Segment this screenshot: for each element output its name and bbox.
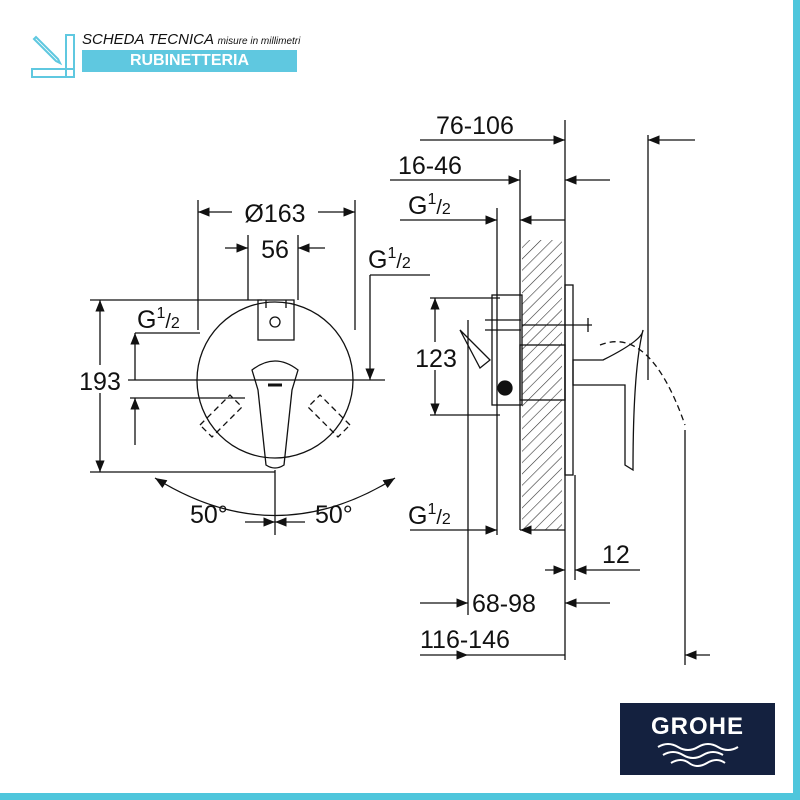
accent-border-bottom bbox=[0, 793, 800, 800]
accent-border-right bbox=[793, 0, 800, 800]
waves-icon bbox=[656, 743, 739, 767]
dim-depth-total: 76-106 bbox=[436, 112, 514, 140]
angle-right: 50° bbox=[315, 501, 353, 529]
thread-top: G1/2 bbox=[408, 191, 451, 220]
dim-offset: 12 bbox=[602, 541, 630, 569]
dim-height-side: 123 bbox=[415, 345, 457, 373]
dim-height: 193 bbox=[79, 368, 121, 396]
grohe-logo: GROHE bbox=[620, 703, 775, 775]
dim-depth-full: 116-146 bbox=[420, 626, 510, 654]
category-banner: RUBINETTERIA bbox=[82, 50, 297, 72]
thread-right: G1/2 bbox=[368, 245, 411, 274]
dim-depth-wall: 16-46 bbox=[398, 152, 462, 180]
dim-width: 56 bbox=[261, 236, 289, 264]
ruler-pencil-icon bbox=[30, 33, 78, 86]
angle-left: 50° bbox=[190, 501, 228, 529]
dim-depth-body: 68-98 bbox=[472, 590, 536, 618]
thread-left: G1/2 bbox=[137, 305, 180, 334]
sheet-title: SCHEDA TECNICA misure in millimetri bbox=[82, 31, 301, 48]
thread-bottom: G1/2 bbox=[408, 501, 451, 530]
dim-diameter: Ø163 bbox=[244, 200, 305, 228]
